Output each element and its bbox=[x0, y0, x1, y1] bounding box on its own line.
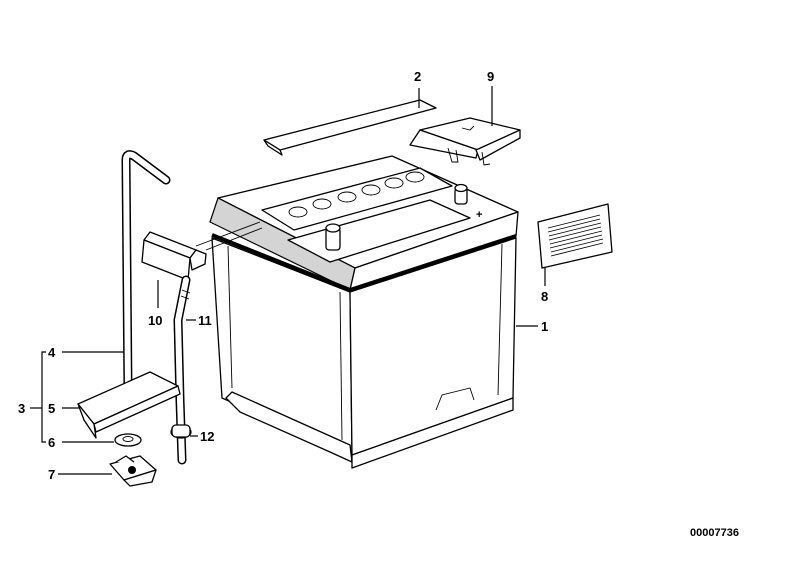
clamp-nut[interactable] bbox=[109, 455, 157, 487]
terminal-cover-strip[interactable] bbox=[263, 99, 437, 156]
leader-lines bbox=[30, 86, 546, 475]
callout-12: 12 bbox=[200, 429, 214, 444]
callout-10: 10 bbox=[148, 313, 162, 328]
callout-2: 2 bbox=[414, 69, 421, 84]
washer[interactable] bbox=[114, 433, 142, 447]
svg-text:+: + bbox=[476, 209, 482, 221]
clamp-plate[interactable] bbox=[77, 371, 181, 439]
callout-4: 4 bbox=[48, 345, 56, 360]
warning-label[interactable] bbox=[537, 203, 613, 269]
vent-connector[interactable] bbox=[141, 221, 263, 281]
callout-labels: 1 2 3 4 5 6 7 8 9 10 11 12 bbox=[18, 69, 548, 482]
drawing-number: 00007736 bbox=[690, 527, 739, 539]
hold-down-rod[interactable] bbox=[121, 150, 171, 397]
cover-bracket[interactable] bbox=[409, 117, 521, 166]
callout-5: 5 bbox=[48, 401, 55, 416]
hose-grommet[interactable] bbox=[170, 424, 192, 439]
callout-8: 8 bbox=[541, 289, 548, 304]
callout-1: 1 bbox=[541, 319, 548, 334]
battery[interactable]: + bbox=[209, 155, 519, 469]
callout-7: 7 bbox=[48, 467, 55, 482]
callout-11: 11 bbox=[198, 313, 212, 328]
callout-3: 3 bbox=[18, 401, 25, 416]
callout-6: 6 bbox=[48, 435, 55, 450]
callout-9: 9 bbox=[487, 69, 494, 84]
